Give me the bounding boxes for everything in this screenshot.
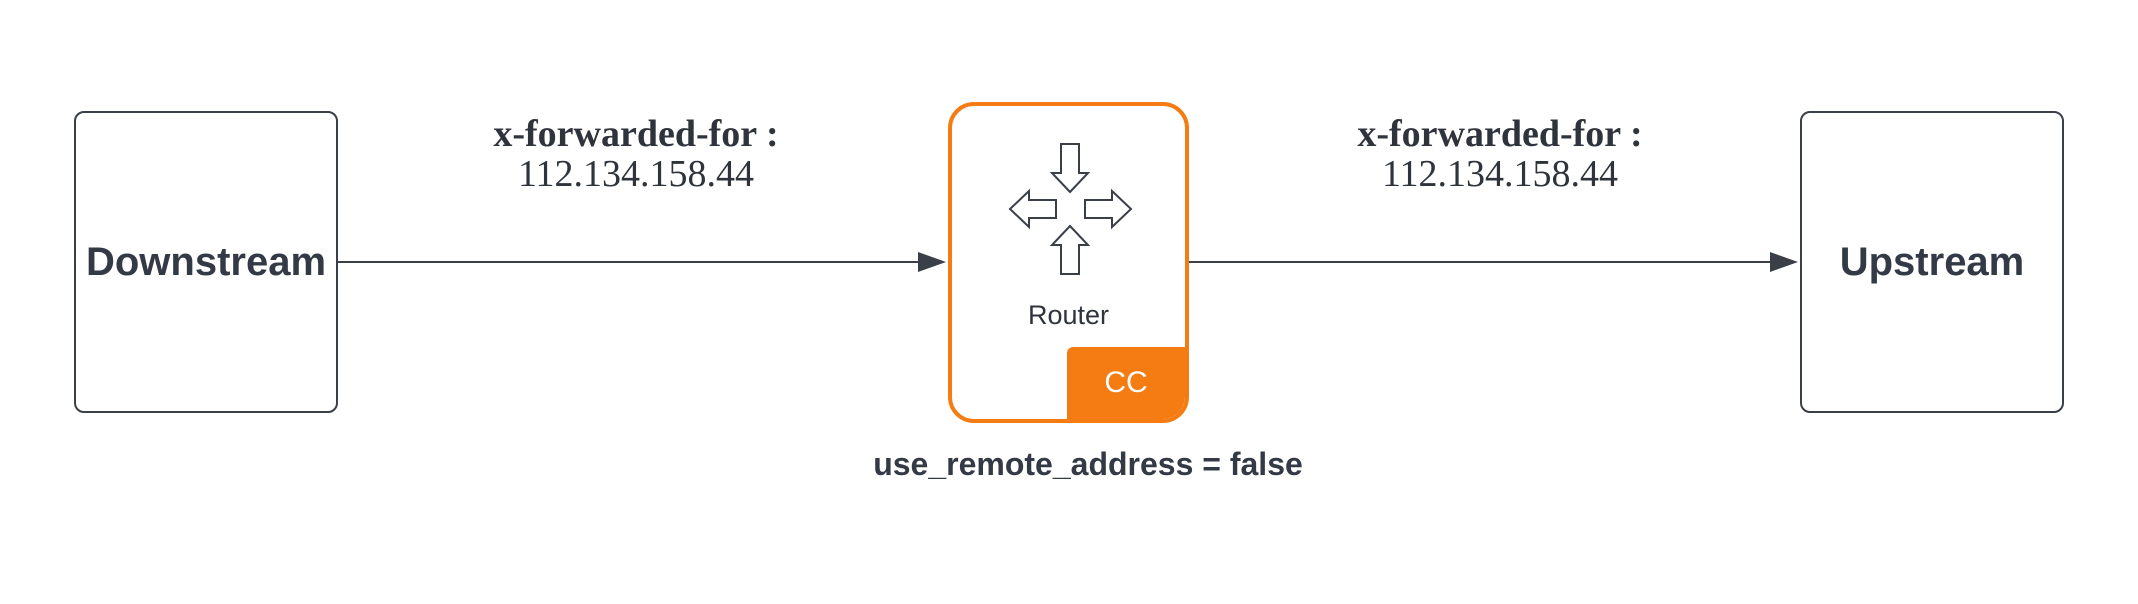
router-node[interactable]: Router CC <box>948 102 1189 423</box>
upstream-node[interactable]: Upstream <box>1800 111 2064 413</box>
router-label: Router <box>1027 300 1110 330</box>
edge-label-downstream-router: x-forwarded-for : 112.134.158.44 <box>436 114 836 194</box>
edge-downstream-to-router <box>338 252 946 272</box>
arrowhead-icon <box>918 252 946 272</box>
edge-value-label: 112.134.158.44 <box>1381 153 1619 195</box>
cc-badge-label: CC <box>1104 366 1148 399</box>
downstream-label: Downstream <box>85 239 327 284</box>
edge-router-to-upstream <box>1189 252 1798 272</box>
router-setting-label: use_remote_address = false <box>873 446 1303 482</box>
edge-label-router-upstream: x-forwarded-for : 112.134.158.44 <box>1300 114 1700 194</box>
edge-value-label: 112.134.158.44 <box>517 153 755 195</box>
edge-header-label: x-forwarded-for : <box>493 113 779 155</box>
edge-header-label: x-forwarded-for : <box>1357 113 1643 155</box>
arrowhead-icon <box>1770 252 1798 272</box>
downstream-node[interactable]: Downstream <box>74 111 338 413</box>
upstream-label: Upstream <box>1839 239 2025 284</box>
cc-badge: CC <box>1067 347 1185 419</box>
router-arrows-icon <box>1008 143 1133 275</box>
